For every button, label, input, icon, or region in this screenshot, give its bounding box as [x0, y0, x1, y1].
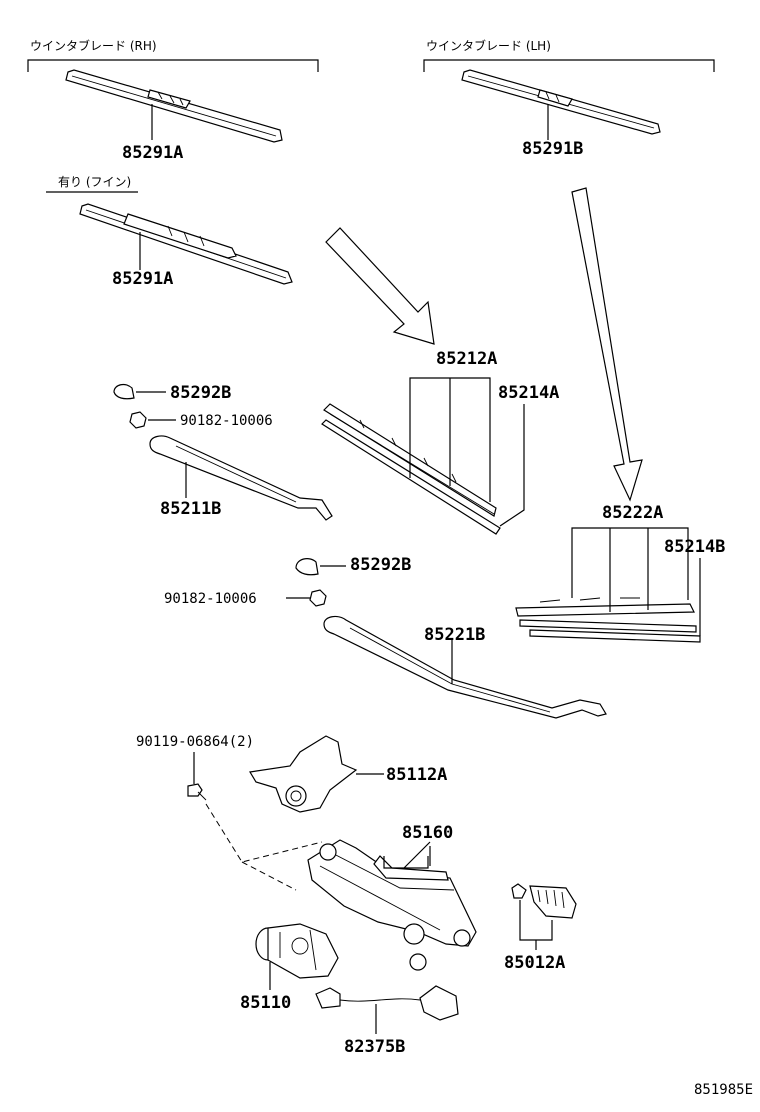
- nut-2-drawing: [286, 589, 327, 607]
- part-number-90182-10006-2: 90182-10006: [164, 591, 257, 607]
- section-header-rh: ウインタブレード (RH): [27, 38, 319, 72]
- linkage-drawing: [307, 839, 477, 971]
- header-rh-label: ウインタブレード (RH): [30, 38, 157, 53]
- part-number-85212a: 85212A: [436, 349, 497, 369]
- part-number-90182-10006-1: 90182-10006: [180, 413, 273, 429]
- rear-blade-assy-drawing: [515, 597, 701, 643]
- part-number-82375b: 82375B: [344, 1037, 405, 1057]
- part-number-85112a: 85112A: [386, 765, 447, 785]
- section-header-lh: ウインタブレード (LH): [423, 38, 715, 72]
- connector-drawing: [511, 883, 577, 950]
- header-rh-bracket: [27, 59, 319, 72]
- part-number-85214b: 85214B: [664, 537, 725, 557]
- leader-85222a: [571, 527, 689, 600]
- part-number-85160: 85160: [402, 823, 453, 843]
- harness-drawing: [315, 985, 459, 1034]
- header-lh-bracket: [423, 59, 715, 72]
- header-lh-label: ウインタブレード (LH): [426, 38, 551, 53]
- rear-arm-drawing: [323, 615, 607, 719]
- front-arm-drawing: [149, 435, 333, 521]
- bolt-drawing: [187, 752, 207, 801]
- part-number-85214a: 85214A: [498, 383, 559, 403]
- front-blade-assy-drawing: [321, 403, 501, 535]
- part-number-85292b-2: 85292B: [350, 555, 411, 575]
- leader-85214a: [499, 404, 525, 527]
- wiper-blade-fin-drawing: [79, 203, 293, 285]
- section-header-fin: 有り (フイン): [46, 175, 138, 193]
- part-number-85012a: 85012A: [504, 953, 565, 973]
- wiper-blade-rh-drawing: [65, 69, 283, 143]
- part-number-85291b-lh: 85291B: [522, 139, 583, 159]
- part-number-85291a-fin: 85291A: [112, 269, 173, 289]
- part-number-85222a: 85222A: [602, 503, 663, 523]
- header-fin-label: 有り (フイン): [58, 175, 131, 189]
- direction-arrow-front: [325, 227, 435, 345]
- motor-drawing: [255, 923, 339, 990]
- bolt-dashed-leader: [205, 803, 323, 891]
- part-number-85291a-rh: 85291A: [122, 143, 183, 163]
- diagram-code: 851985E: [694, 1082, 753, 1098]
- part-number-85110: 85110: [240, 993, 291, 1013]
- wiper-blade-lh-drawing: [461, 69, 661, 140]
- bracket-drawing: [249, 735, 384, 813]
- part-number-90119-06864: 90119-06864(2): [136, 734, 254, 750]
- direction-arrow-rear: [571, 187, 643, 502]
- cap-1-drawing: [113, 383, 166, 400]
- part-number-85221b: 85221B: [424, 625, 485, 645]
- nut-1-drawing: [129, 411, 176, 429]
- part-number-85211b: 85211B: [160, 499, 221, 519]
- part-number-85292b-1: 85292B: [170, 383, 231, 403]
- cap-2-drawing: [295, 558, 346, 576]
